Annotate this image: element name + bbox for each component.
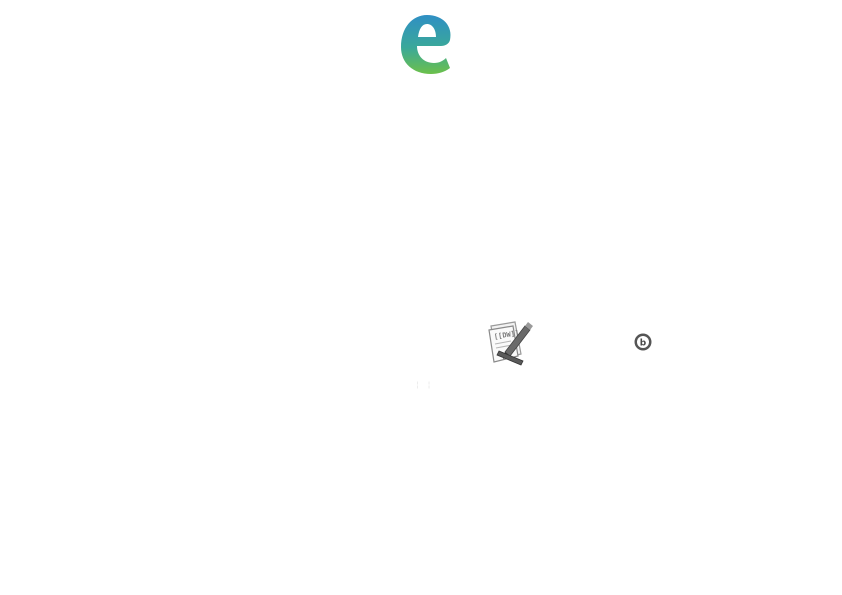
- dokuwiki-icon[interactable]: [[DW]]: [485, 318, 533, 366]
- faint-mark: ¦ ¦: [415, 380, 433, 389]
- bigbluebutton-icon[interactable]: b: [634, 333, 652, 351]
- dokuwiki-badge-text: [[DW]]: [493, 329, 519, 341]
- elearning-e-logo-icon[interactable]: [398, 12, 454, 76]
- bigbluebutton-glyph: b: [640, 339, 647, 349]
- wrench-icon: [496, 350, 524, 366]
